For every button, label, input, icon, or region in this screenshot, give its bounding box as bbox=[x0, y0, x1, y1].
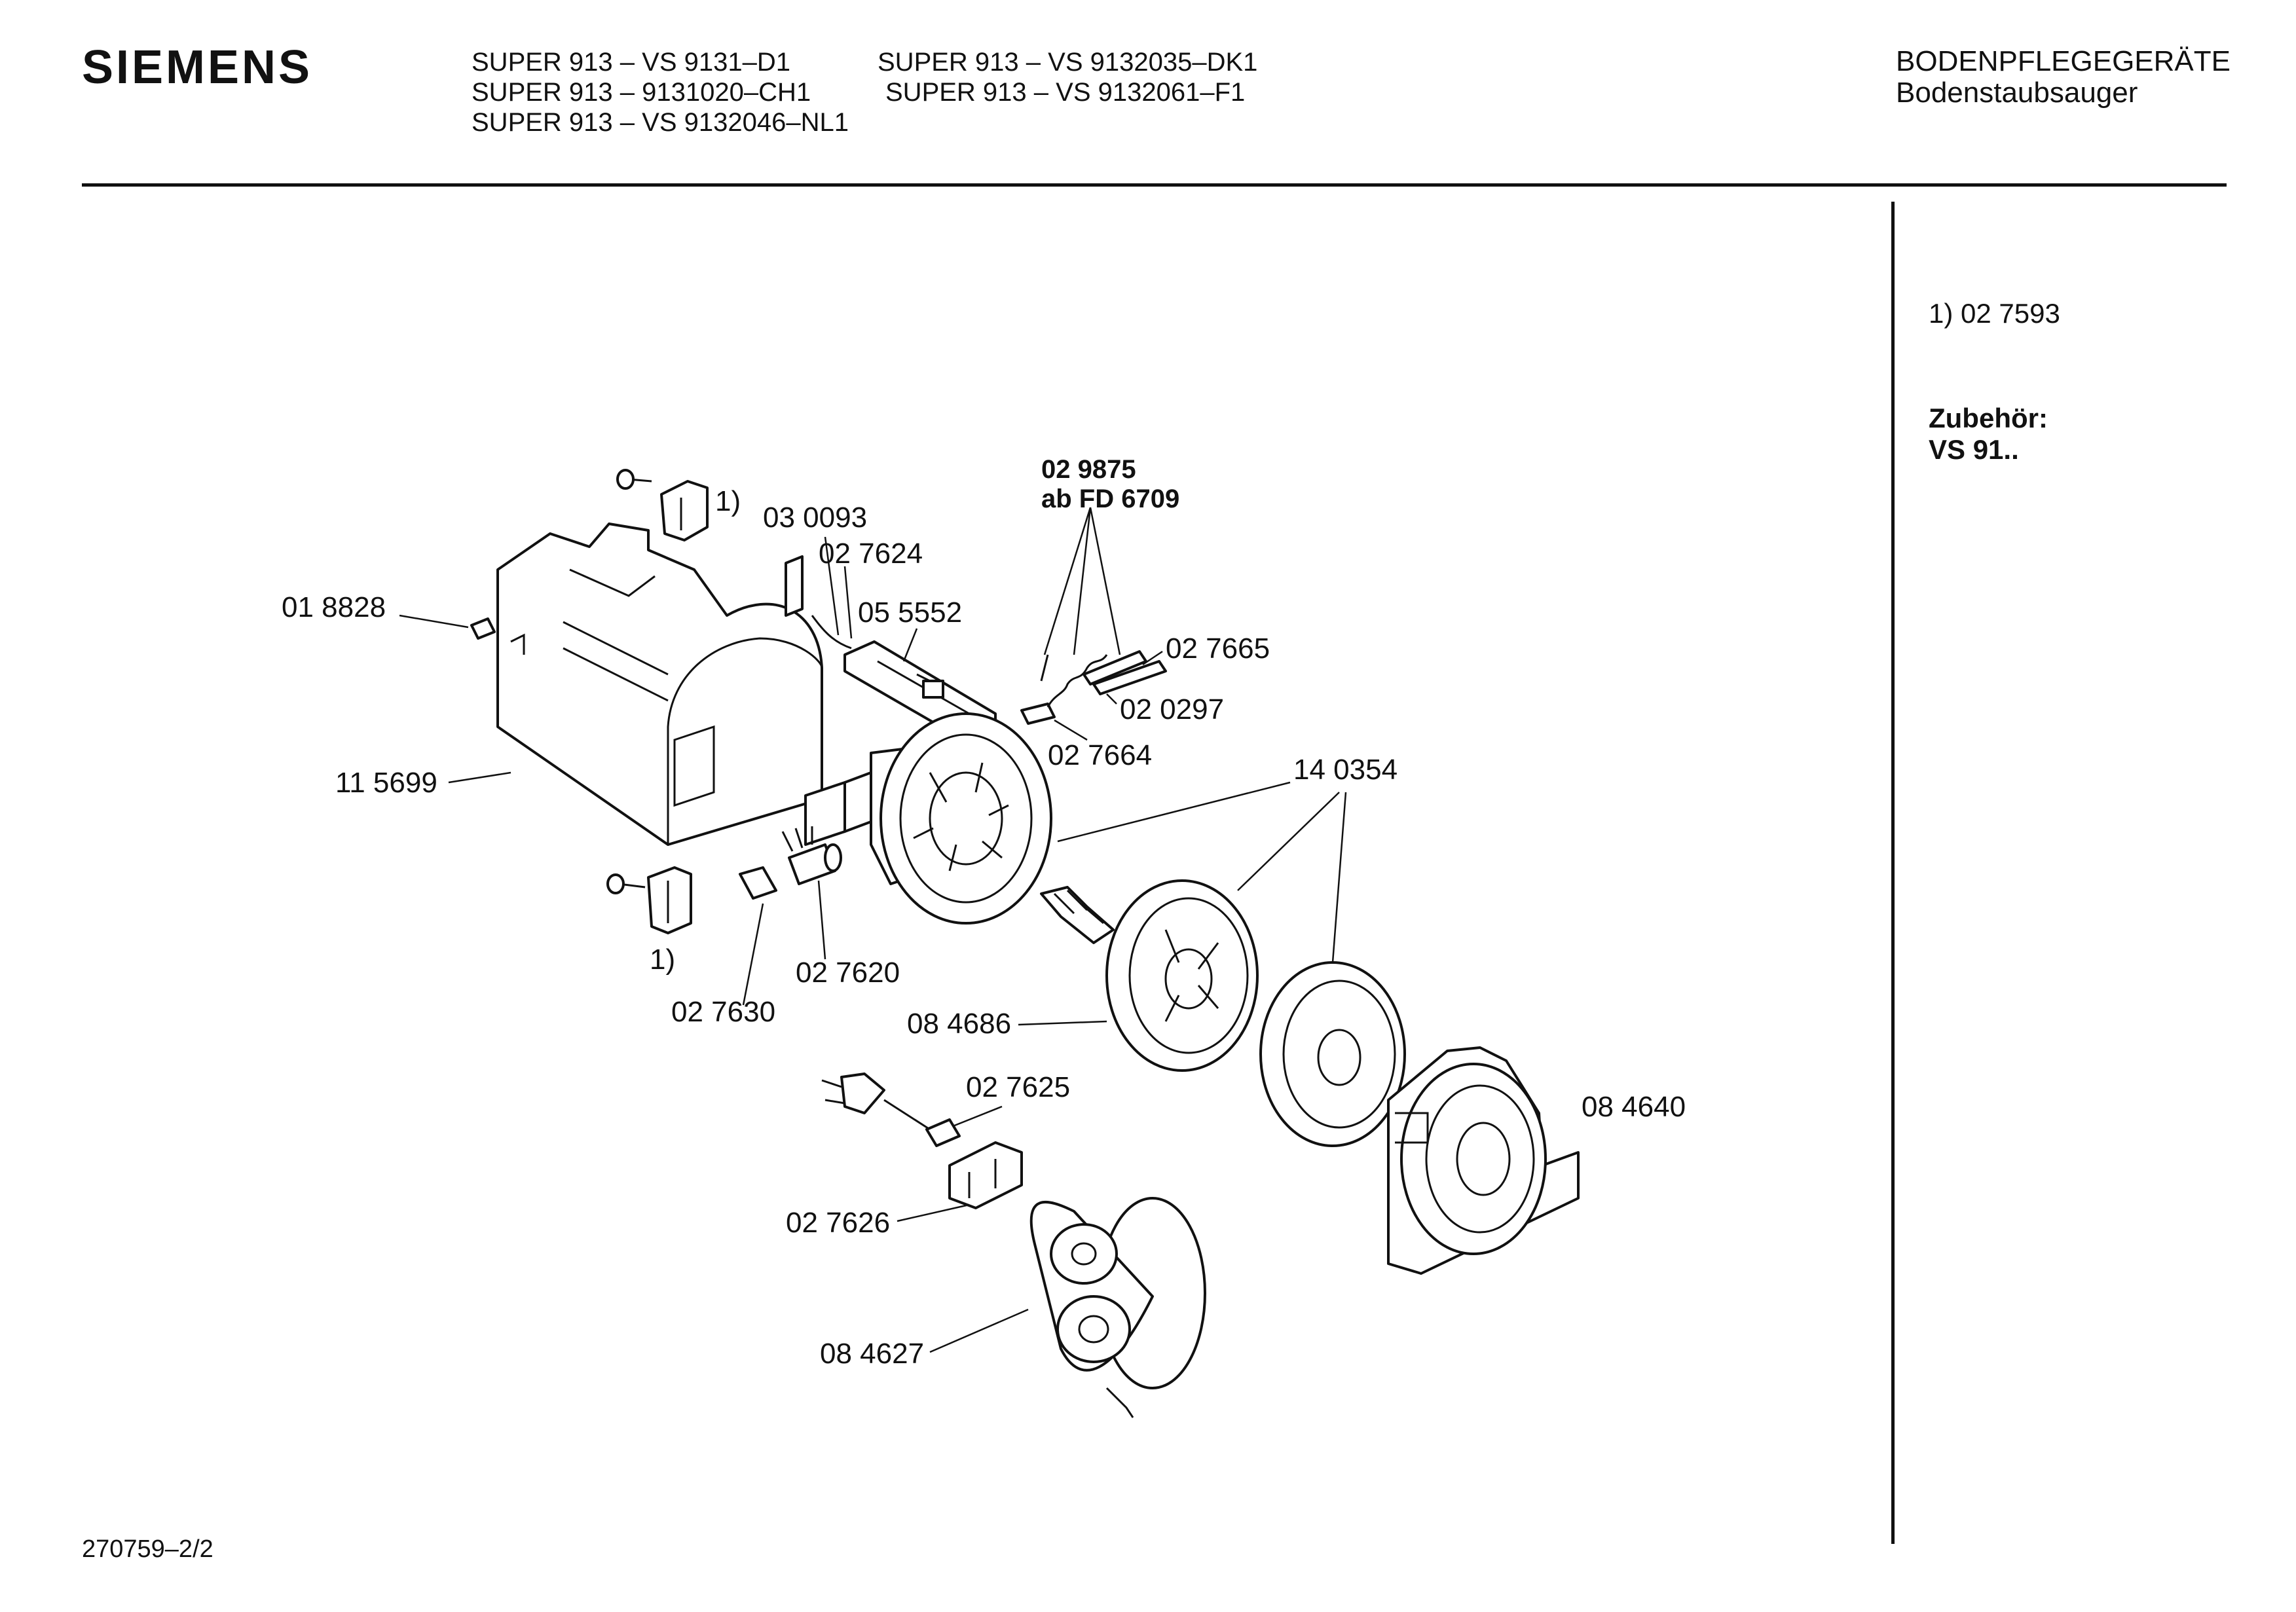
mains-plug bbox=[821, 1072, 961, 1147]
footnote-marker: 1) bbox=[650, 943, 675, 976]
part-label: 03 0093 bbox=[763, 502, 867, 534]
part-label: 02 0297 bbox=[1120, 693, 1224, 725]
header-divider bbox=[82, 183, 2227, 187]
part-label: 14 0354 bbox=[1293, 754, 1398, 786]
part-label: 05 5552 bbox=[858, 596, 962, 629]
category-block: BODENPFLEGEGERÄTE Bodenstaubsauger bbox=[1896, 46, 2231, 109]
terminal-block bbox=[948, 1141, 1023, 1209]
document-id: 270759–2/2 bbox=[82, 1535, 213, 1563]
part-label: 11 5699 bbox=[335, 767, 437, 799]
housing-hood bbox=[496, 522, 823, 846]
insulating-tube bbox=[739, 866, 777, 900]
model-line: SUPER 913 – 9131020–CH1 bbox=[472, 78, 811, 107]
category-subtitle: Bodenstaubsauger bbox=[1896, 77, 2138, 109]
part-label: 08 4627 bbox=[820, 1338, 924, 1370]
model-list-left: SUPER 913 – VS 9131–D1 SUPER 913 – 91310… bbox=[472, 47, 849, 137]
accessory-label: Zubehör: bbox=[1929, 403, 2048, 433]
part-label: 08 4640 bbox=[1582, 1091, 1686, 1123]
motor-bracket bbox=[1387, 1046, 1580, 1275]
footnote-marker: 1) bbox=[715, 485, 741, 517]
rotor-armature bbox=[1040, 879, 1259, 1072]
part-label: 01 8828 bbox=[282, 591, 386, 623]
accessory-block: Zubehör: VS 91.. bbox=[1929, 403, 2048, 466]
model-line: SUPER 913 – VS 9131–D1 bbox=[472, 48, 790, 77]
part-label: 02 7630 bbox=[671, 996, 775, 1028]
part-label: 02 7620 bbox=[796, 957, 900, 989]
screw-block-top bbox=[616, 469, 709, 541]
fan-cover-disc bbox=[1259, 961, 1406, 1147]
part-label: 02 7664 bbox=[1048, 739, 1152, 771]
part-labels: 01 8828 11 5699 1) 1) 03 0093 02 7624 05… bbox=[282, 455, 1686, 1370]
model-list-right: SUPER 913 – VS 9132035–DK1 SUPER 913 – V… bbox=[878, 47, 1257, 107]
model-line: SUPER 913 – VS 9132046–NL1 bbox=[472, 108, 849, 137]
leader-lines bbox=[399, 507, 1347, 1353]
footnote: 1) 02 7593 bbox=[1929, 298, 2060, 329]
category-title: BODENPFLEGEGERÄTE bbox=[1896, 45, 2231, 77]
footnote-part: 02 7593 bbox=[1961, 298, 2060, 329]
model-line: SUPER 913 – VS 9132035–DK1 bbox=[878, 48, 1258, 77]
part-label: 02 7626 bbox=[786, 1207, 890, 1239]
accessory-value: VS 91.. bbox=[1929, 434, 2019, 465]
sidebar-divider bbox=[1891, 202, 1895, 1544]
part-label: 02 7625 bbox=[966, 1071, 1070, 1103]
clip-part bbox=[470, 617, 496, 640]
terminal-plate bbox=[785, 555, 852, 650]
part-label: 02 9875 bbox=[1041, 455, 1136, 484]
footnote-marker: 1) bbox=[1929, 298, 1953, 329]
capacitor bbox=[781, 826, 842, 885]
part-label: 08 4686 bbox=[907, 1008, 1011, 1040]
model-line: SUPER 913 – VS 9132061–F1 bbox=[885, 78, 1246, 107]
part-label: 02 7665 bbox=[1166, 632, 1270, 665]
part-label: ab FD 6709 bbox=[1041, 485, 1179, 513]
screw-block-bottom bbox=[606, 866, 692, 934]
carbon-brush-set bbox=[1020, 650, 1167, 725]
cable-reel bbox=[1029, 1197, 1206, 1418]
part-label: 02 7624 bbox=[819, 538, 923, 570]
motor-stator bbox=[804, 712, 1052, 925]
brand-logo: SIEMENS bbox=[82, 41, 313, 94]
